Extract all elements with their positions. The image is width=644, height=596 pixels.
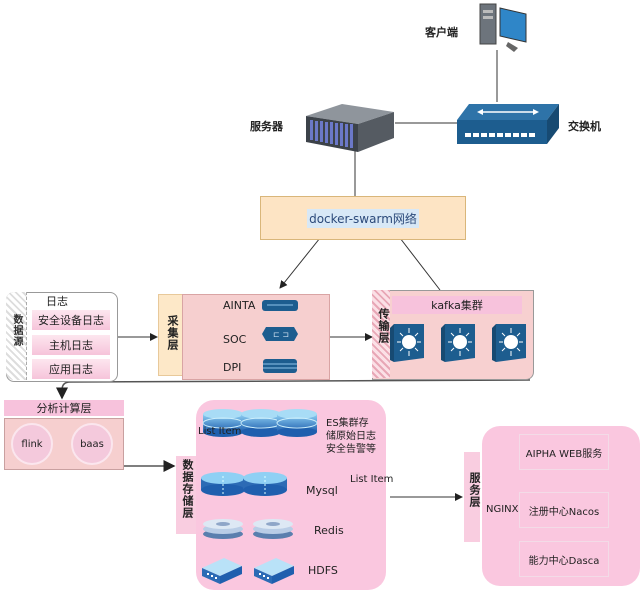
collection-group: AINTA SOC DPI ⊏ ⊐ xyxy=(182,294,330,380)
docker-transport-line xyxy=(399,237,441,291)
firewall-icon: ⊏ ⊐ xyxy=(262,327,298,341)
router-icon xyxy=(262,300,298,311)
engine-node: flink xyxy=(11,423,53,465)
kafka-node-icon xyxy=(441,322,477,367)
service-layer-band: 服务层 xyxy=(464,452,481,542)
nginx-label: NGINX xyxy=(486,504,519,515)
data-source-layer-label: 数据源 xyxy=(11,314,22,347)
storage-label: Mysql xyxy=(306,484,338,497)
hdfs-server-icon xyxy=(252,556,296,589)
log-item: 主机日志 xyxy=(32,335,110,355)
hdfs-server-icon xyxy=(200,556,244,589)
list-item-overlay: List Item xyxy=(198,426,242,437)
service-item-label: 能力中心Dasca xyxy=(528,555,600,567)
collector-label: SOC xyxy=(223,333,247,346)
analysis-group: flink baas xyxy=(4,418,124,470)
collector-label: AINTA xyxy=(223,299,256,312)
log-item: 安全设备日志 xyxy=(32,310,110,330)
engine-node: baas xyxy=(71,423,113,465)
redis-icon xyxy=(202,516,244,543)
switch-label: 交换机 xyxy=(568,120,601,133)
analysis-layer-label: 分析计算层 xyxy=(36,402,92,415)
kafka-cluster-title: kafka集群 xyxy=(392,296,522,314)
mysql-disk-icon xyxy=(200,472,246,501)
es-label-line: 储原始日志 xyxy=(326,431,376,442)
data-source-layer-band: 数据源 xyxy=(6,292,27,380)
service-layer-label: 服务层 xyxy=(468,472,481,508)
client-label: 客户端 xyxy=(425,26,458,39)
service-item: AIPHA WEB服务 xyxy=(519,434,609,470)
storage-label: Redis xyxy=(314,524,344,537)
es-disk-icon xyxy=(202,408,244,441)
analysis-layer-title: 分析计算层 xyxy=(4,400,124,416)
switch-icon xyxy=(455,100,561,146)
es-label-line: ES集群存 xyxy=(326,418,369,429)
transport-layer-band: 传输层 xyxy=(372,290,390,378)
dpi-device-icon xyxy=(263,359,297,373)
service-item-label: 注册中心Nacos xyxy=(528,506,600,518)
service-item-label: AIPHA WEB服务 xyxy=(525,448,603,460)
mysql-disk-icon xyxy=(242,472,288,501)
kafka-node-icon xyxy=(492,322,528,367)
kafka-node-icon xyxy=(390,322,426,367)
es-label-line: 安全告警等 xyxy=(326,444,376,455)
service-group xyxy=(482,426,640,586)
collector-label: DPI xyxy=(223,361,242,374)
engine-label: flink xyxy=(21,438,43,450)
service-item: 注册中心Nacos xyxy=(519,492,609,528)
kafka-cluster-label: kafka集群 xyxy=(431,299,483,312)
storage-layer-band: 数据存储层 xyxy=(176,456,196,534)
service-item: 能力中心Dasca xyxy=(519,541,609,577)
svg-text:⊏ ⊐: ⊏ ⊐ xyxy=(273,330,289,339)
redis-icon xyxy=(252,516,294,543)
docker-swarm-network: docker-swarm网络 xyxy=(260,196,466,240)
es-disk-icon xyxy=(240,408,282,441)
server-label: 服务器 xyxy=(250,120,283,133)
docker-collection-arrow xyxy=(279,237,321,289)
log-title: 日志 xyxy=(46,295,68,308)
collection-layer-label: 采集层 xyxy=(166,315,179,351)
server-icon xyxy=(302,102,396,154)
log-item: 应用日志 xyxy=(32,359,110,379)
client-computer-icon xyxy=(478,2,530,54)
collection-layer-band: 采集层 xyxy=(158,294,184,376)
transport-layer-label: 传输层 xyxy=(377,308,390,344)
storage-layer-label: 数据存储层 xyxy=(181,459,194,519)
engine-label: baas xyxy=(80,438,104,450)
transport-analysis-arrow xyxy=(56,379,531,400)
storage-label: HDFS xyxy=(308,564,338,577)
es-disk-icon xyxy=(276,408,318,441)
docker-label: docker-swarm网络 xyxy=(307,208,419,228)
list-item-label: List Item xyxy=(350,474,394,485)
